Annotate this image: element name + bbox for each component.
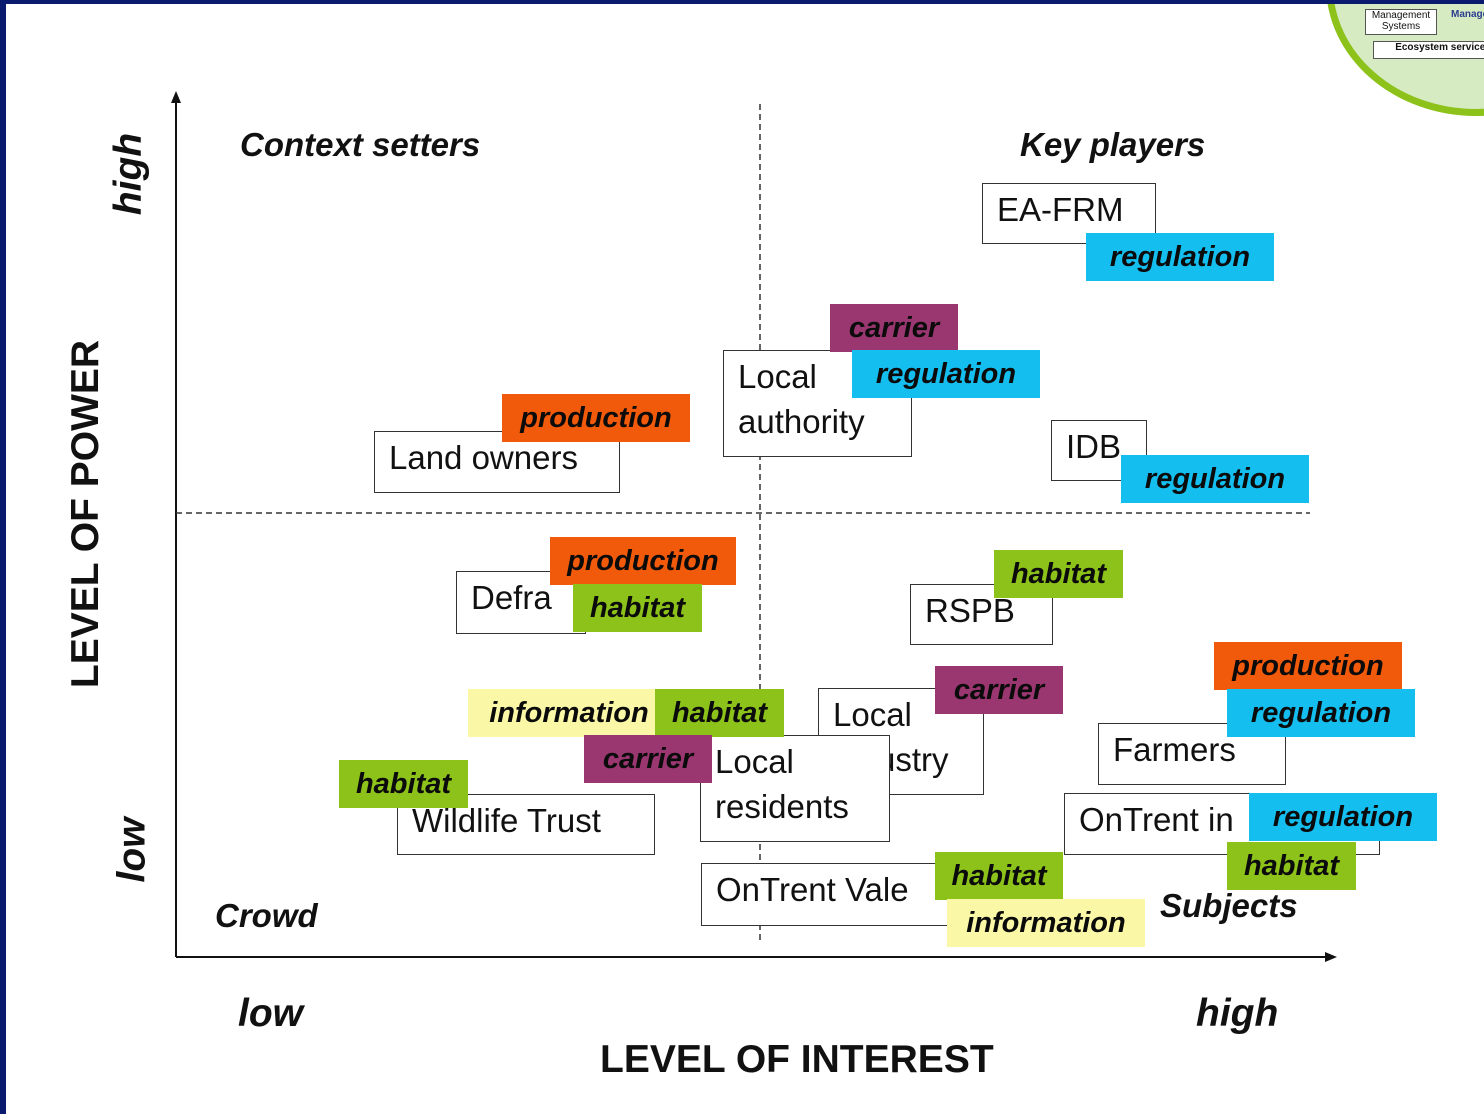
tag-regulation-idb: regulation (1121, 455, 1309, 503)
quadrant-key-players: Key players (1020, 126, 1206, 163)
y-axis-high-label: high (107, 132, 151, 216)
tag-habitat-rspb: habitat (994, 550, 1123, 598)
tag-habitat-ontrent-vale: habitat (935, 852, 1063, 900)
stakeholder-land-owners: Land owners (374, 431, 620, 493)
slide: Management Systems Manage Ecosystem serv… (6, 4, 1484, 1114)
logo-management-systems: Management Systems (1365, 9, 1437, 35)
tag-habitat-wildlife-trust: habitat (339, 760, 468, 808)
tag-carrier-local-industry: carrier (935, 666, 1063, 714)
tag-carrier-local-authority: carrier (830, 304, 958, 352)
x-axis-low-label: low (238, 992, 303, 1035)
stakeholder-rspb: RSPB (910, 584, 1053, 645)
tag-carrier-local-residents: carrier (584, 735, 712, 783)
x-axis-title: LEVEL OF INTEREST (600, 1038, 994, 1081)
tag-information-ontrent-vale: information (947, 899, 1145, 947)
quadrant-subjects: Subjects (1160, 887, 1298, 924)
x-axis-high-label: high (1196, 992, 1279, 1035)
axes-svg (171, 91, 1337, 962)
tag-regulation-local-authority: regulation (852, 350, 1040, 398)
tag-habitat-ontrent-in: habitat (1227, 842, 1356, 890)
stakeholder-defra: Defra (456, 571, 586, 634)
quadrant-crowd: Crowd (215, 897, 318, 934)
tag-regulation-farmers: regulation (1227, 689, 1415, 737)
tag-habitat-defra: habitat (573, 584, 702, 632)
tag-information-local-residents: information (468, 689, 670, 737)
stakeholder-ontrent-vale: OnTrent Vale (701, 863, 953, 926)
y-axis-title: LEVEL OF POWER (64, 339, 108, 689)
tag-production-land-owners: production (502, 394, 690, 442)
tag-habitat-local-residents: habitat (655, 689, 784, 737)
tag-regulation-ea-frm: regulation (1086, 233, 1274, 281)
quadrant-context-setters: Context setters (240, 126, 481, 163)
y-axis-low-label: low (110, 817, 154, 883)
logo-ecosystem-services: Ecosystem services (1373, 41, 1484, 59)
logo-manage: Manage (1451, 9, 1484, 20)
stakeholder-wildlife-trust: Wildlife Trust (397, 794, 655, 855)
tag-regulation-ontrent-in: regulation (1249, 793, 1437, 841)
tag-production-farmers: production (1214, 642, 1402, 690)
tag-production-defra: production (550, 537, 736, 585)
